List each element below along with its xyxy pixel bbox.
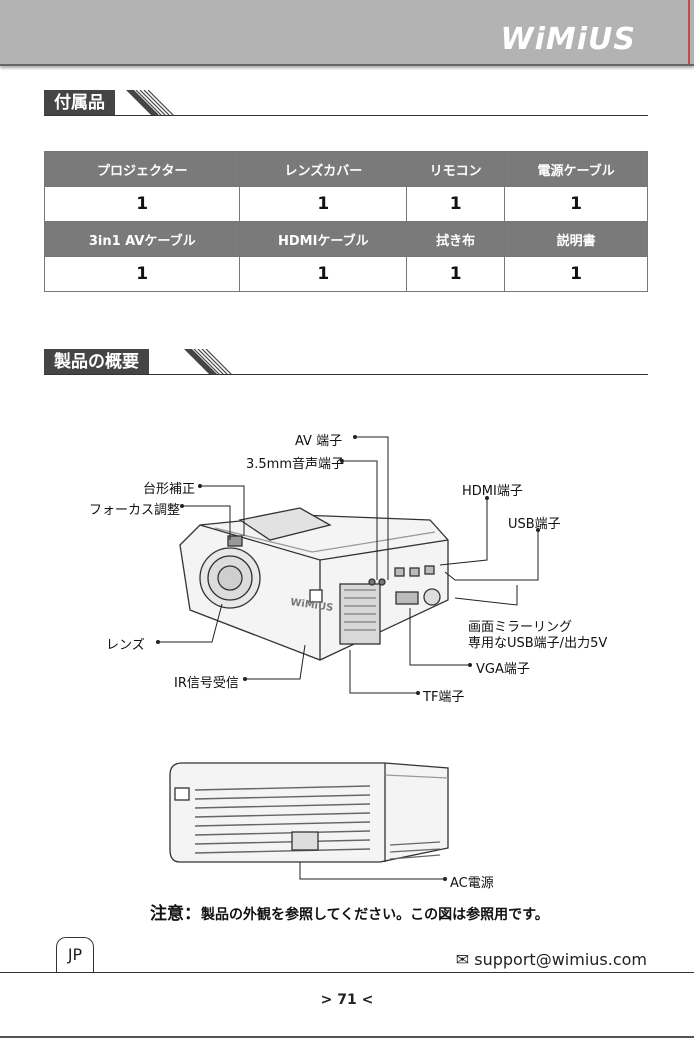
label-audio-port: 3.5mm音声端子 [246,453,344,472]
note-text: 製品の外観を参照してください。この図は参照用です。 [201,907,549,923]
email-text: support@wimius.com [474,950,647,969]
label-keystone: 台形補正 [143,478,195,497]
projector-illustration [180,508,448,660]
note-prefix: 注意： [150,904,201,924]
label-focus: フォーカス調整 [89,499,180,518]
footer-rule [0,972,694,973]
reference-note: 注意：製品の外観を参照してください。この図は参照用です。 [150,899,549,924]
label-ir-receiver: IR信号受信 [174,672,239,691]
language-tab: JP [56,937,94,972]
label-vga-port: VGA端子 [476,658,530,677]
projector-rear-illustration [170,763,448,862]
page-number: > 71 < [0,992,694,1008]
label-usb-port: USB端子 [508,513,561,532]
label-mirror-usb-line2: 専用なUSB端子/出力5V [468,632,607,651]
bottom-rule [0,1036,694,1038]
support-email[interactable]: ✉ support@wimius.com [456,950,647,969]
label-hdmi-port: HDMI端子 [462,480,523,499]
envelope-icon: ✉ [456,950,469,969]
label-ac-power: AC電源 [450,872,494,891]
label-av-port: AV 端子 [295,430,342,449]
label-lens: レンズ [106,634,145,653]
label-tf-port: TF端子 [423,686,464,705]
